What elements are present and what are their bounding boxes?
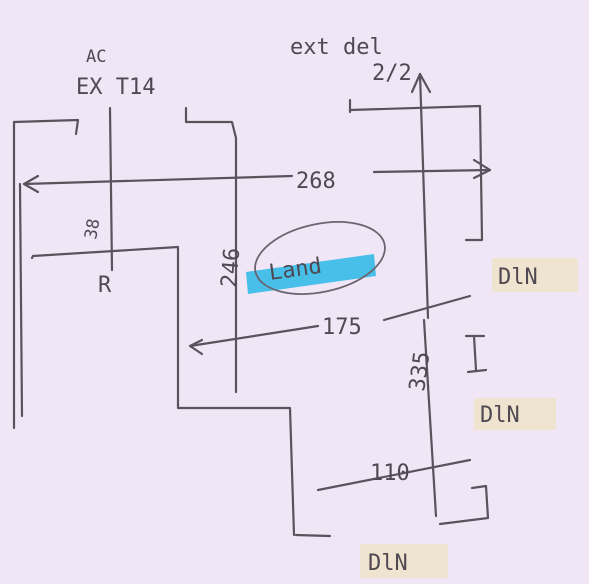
ext-door-label: ext del	[290, 35, 383, 60]
dimension-246-label: 246	[217, 247, 245, 289]
right-bracket-bottom	[438, 484, 490, 526]
dimension-268-arrow-left	[22, 174, 40, 194]
top-wall-right-segment	[184, 106, 238, 394]
dimension-38-line	[108, 106, 114, 272]
dimension-268-line-right	[372, 168, 492, 174]
ext-door-arrow	[418, 72, 430, 320]
outer-wall-top-left	[12, 118, 80, 136]
room-r-walls	[30, 245, 296, 537]
land-highlight	[246, 254, 376, 294]
dimension-110-line	[316, 458, 472, 492]
dimension-175-line	[188, 324, 320, 348]
ac-label: AC	[86, 47, 106, 67]
dln-tag-bg-3	[360, 544, 448, 578]
dln-label-1: DlN	[498, 265, 538, 290]
right-wall-top	[348, 104, 484, 242]
ext-door-arrowhead	[410, 72, 432, 94]
ext-door-size: 2/2	[372, 61, 412, 86]
dln-tag-bg-2	[474, 398, 556, 430]
ex-t14-label: EX T14	[76, 75, 155, 100]
bottom-wall	[294, 533, 332, 538]
dimension-335-label: 335	[405, 350, 435, 393]
land-circle	[254, 221, 386, 295]
dimension-175-arrow-left	[188, 338, 204, 356]
dimension-268-label: 268	[296, 169, 336, 194]
i-mark-lines	[464, 334, 488, 374]
dimension-38-label: 38	[81, 217, 104, 241]
dimension-335-line	[422, 318, 438, 518]
dln-tag-bg-1	[492, 258, 578, 292]
inner-wall-left	[18, 182, 24, 418]
dimension-268-arrow-right	[472, 158, 492, 180]
dimension-175-line-right	[382, 294, 472, 322]
r-label: R	[98, 273, 112, 298]
dimension-110-label: 110	[370, 461, 410, 486]
dln-label-3: DlN	[368, 551, 408, 576]
dimension-175-label: 175	[322, 315, 362, 340]
dln-label-2: DlN	[480, 403, 520, 428]
dimension-268-line	[22, 174, 294, 186]
